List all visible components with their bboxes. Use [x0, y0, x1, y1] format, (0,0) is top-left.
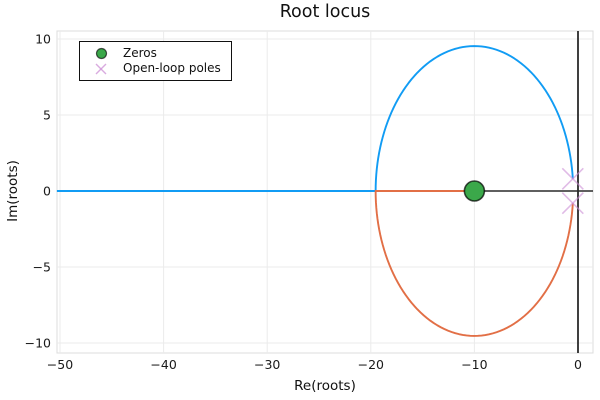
x-tick-label: −10	[461, 357, 487, 372]
x-tick-label: −50	[47, 357, 73, 372]
y-tick-label: 0	[43, 183, 51, 198]
legend-label-zeros: Zeros	[123, 46, 157, 60]
y-tick-label: 10	[35, 31, 51, 46]
x-tick-label: −20	[358, 357, 384, 372]
legend-label-poles: Open-loop poles	[123, 61, 221, 75]
y-axis-title: Im(roots)	[5, 160, 21, 222]
y-tick-label: −10	[25, 335, 51, 350]
y-tick-label: −5	[33, 259, 51, 274]
zero-marker-icon	[91, 47, 111, 60]
zero-circle-marker	[463, 180, 486, 202]
plot-border	[56, 30, 594, 354]
locus-branch-lower	[374, 190, 574, 337]
y-tick-label: 5	[43, 107, 51, 122]
pole-cross-marker	[561, 167, 584, 190]
pole-marker-icon	[91, 62, 111, 76]
x-tick-label: −40	[150, 357, 176, 372]
pole-cross-marker	[561, 192, 584, 215]
legend-box: Zeros Open-loop poles	[79, 41, 232, 81]
x-axis-title: Re(roots)	[294, 378, 356, 394]
x-tick-label: 0	[574, 357, 582, 372]
legend-item-poles: Open-loop poles	[91, 61, 221, 76]
chart-title: Root locus	[279, 2, 371, 22]
locus-branch-upper	[56, 45, 574, 192]
x-tick-label: −30	[254, 357, 280, 372]
legend-item-zeros: Zeros	[91, 46, 221, 61]
